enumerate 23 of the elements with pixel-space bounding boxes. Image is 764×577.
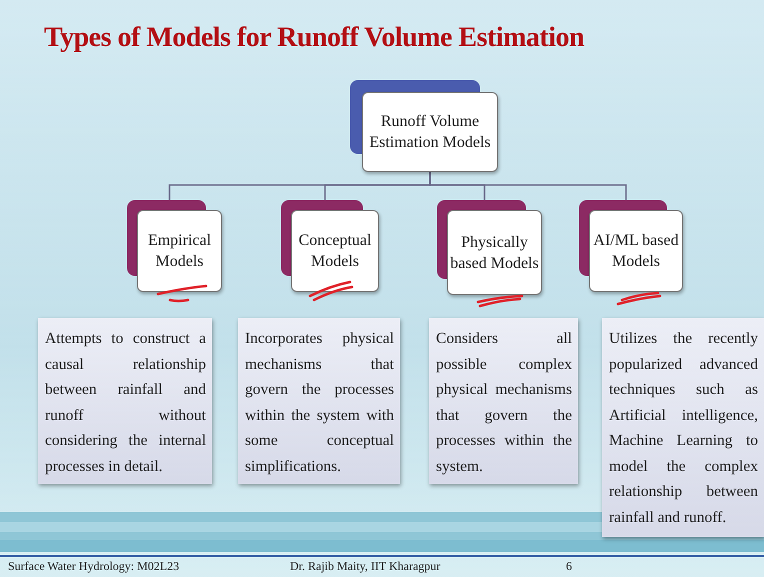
connector: [429, 172, 627, 200]
model-name: Physically based Models: [449, 232, 540, 274]
model-box: [437, 200, 542, 295]
description-card: [602, 318, 764, 537]
model-box: [281, 200, 379, 292]
course-code: Surface Water Hydrology: M02L23: [8, 559, 180, 574]
author-credit: Dr. Rajib Maity, IIT Kharagpur: [290, 559, 440, 574]
description-text: Considers all possible complex physical mechanisms that govern the processes within the system.: [436, 329, 572, 476]
model-box: [350, 80, 498, 172]
model-name: Conceptual Models: [298, 231, 372, 272]
description-card: [38, 318, 212, 484]
model-name: Runoff Volume Estimation Models: [368, 112, 492, 153]
page-number: 6: [566, 559, 572, 574]
model-box: [127, 200, 222, 292]
slide-title: Types of Models for Runoff Volume Estimation: [44, 22, 584, 54]
description-text: Attempts to construct a causal relationship between rainfall and runoff without considering the internal processes in detail.: [45, 329, 206, 476]
description-card: [238, 318, 400, 484]
description-text: Incorporates physical mechanisms that govern the processes within the system with some conceptual simplifications.: [245, 329, 394, 476]
description-text: Utilizes the recently popularized advanced techniques such as Artificial intelligence, Machine Learning to model the complex relationship between rainfall and runoff.: [609, 329, 758, 528]
model-box: [579, 200, 683, 292]
description-card: [429, 318, 578, 484]
model-name: Empirical Models: [146, 231, 212, 272]
model-name: AI/ML based Models: [592, 231, 680, 272]
